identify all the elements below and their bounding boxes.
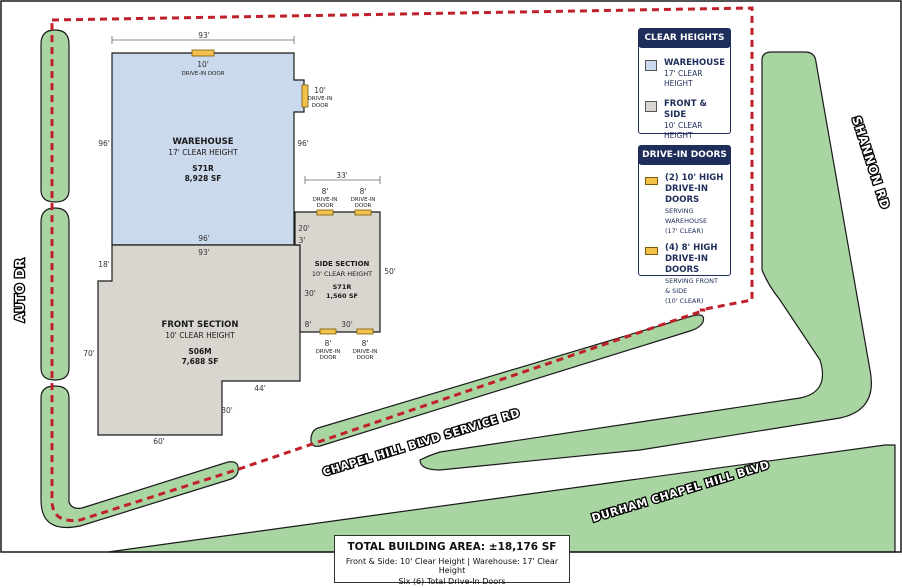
grass-shannon-corner (419, 51, 872, 471)
door-text-warehouse-top: DRIVE-IN DOOR (181, 71, 224, 77)
door-text-side-bottom-2b: DOOR (357, 355, 374, 361)
drive-in-door-side-bottom-2 (356, 328, 374, 335)
dim-side-20: 20' (298, 224, 310, 233)
drive-in-door-side-bottom-1 (319, 328, 337, 335)
drive-in-door-warehouse-top (191, 49, 215, 57)
side-height: 10' CLEAR HEIGHT (312, 270, 372, 278)
legend-10ft-title-2: DRIVE-IN DOORS (665, 184, 708, 205)
total-area-summary: TOTAL BUILDING AREA: ±18,176 SF Front & … (334, 535, 570, 586)
legend-8ft-title-1: (4) 8' HIGH (665, 243, 718, 253)
legend-clear-heights-header: CLEAR HEIGHTS (638, 28, 731, 48)
grass-service-island (310, 314, 705, 447)
legend-item-warehouse: WAREHOUSE 17' CLEAR HEIGHT (639, 48, 730, 89)
door-label-side-bottom-1: 8' (325, 339, 332, 348)
dim-front-44: 44' (254, 384, 266, 393)
legend-front-sub: 10' CLEAR HEIGHT (664, 121, 703, 140)
drive-in-door-warehouse-side (301, 84, 309, 108)
front-name: FRONT SECTION (162, 320, 239, 330)
side-area: 1,560 SF (326, 292, 358, 300)
grass-auto-dr-middle (40, 207, 70, 381)
property-boundary (50, 6, 754, 523)
legend-drive-in-doors: DRIVE-IN DOORS (2) 10' HIGH DRIVE-IN DOO… (638, 145, 731, 305)
legend-8ft-title-2: DRIVE-IN DOORS (665, 254, 708, 275)
door-text-side-top-2b: DOOR (355, 203, 372, 209)
legend-warehouse-title: WAREHOUSE (664, 58, 726, 68)
legend-front-title: FRONT & SIDE (664, 99, 707, 120)
front-height: 10' CLEAR HEIGHT (165, 331, 235, 340)
warehouse-height: 17' CLEAR HEIGHT (168, 148, 238, 157)
dim-side-top: 33' (336, 171, 348, 180)
legend-10ft-sub-2: (17' CLEAR) (665, 227, 704, 235)
door-text-warehouse-side-1: DRIVE-IN (308, 96, 333, 102)
legend-warehouse-sub: 17' CLEAR HEIGHT (664, 69, 703, 88)
door-text-side-bottom-1a: DRIVE-IN (316, 349, 341, 355)
door-text-side-bottom-2a: DRIVE-IN (353, 349, 378, 355)
dim-side-8: 8' (305, 320, 312, 329)
dim-front-70: 70' (83, 349, 95, 358)
warehouse-code: S71R (192, 164, 214, 173)
door-label-side-top-1: 8' (322, 187, 329, 196)
grass-auto-dr-north (40, 29, 70, 203)
side-code: S71R (333, 283, 352, 291)
side-section-footprint (294, 211, 381, 333)
warehouse-color-swatch (645, 60, 657, 71)
door-text-side-top-2a: DRIVE-IN (351, 197, 376, 203)
dim-side-right: 50' (384, 267, 396, 276)
dim-front-30: 30' (221, 406, 233, 415)
door-color-swatch-10ft (645, 177, 658, 185)
legend-8ft-sub-2: (10' CLEAR) (665, 297, 704, 305)
side-name: SIDE SECTION (315, 260, 370, 268)
door-label-warehouse-side: 10' (314, 86, 326, 95)
warehouse-area: 8,928 SF (185, 174, 222, 183)
door-label-side-top-2: 8' (360, 187, 367, 196)
door-text-warehouse-side-2: DOOR (312, 103, 329, 109)
dim-side-3: 3' (299, 236, 306, 245)
legend-clear-heights: CLEAR HEIGHTS WAREHOUSE 17' CLEAR HEIGHT… (638, 28, 731, 140)
legend-item-10ft-text: (2) 10' HIGH DRIVE-IN DOORS SERVING WARE… (665, 173, 724, 236)
summary-line-1: Front & Side: 10' Clear Height | Warehou… (345, 557, 559, 575)
door-label-side-bottom-2: 8' (362, 339, 369, 348)
door-text-side-top-1a: DRIVE-IN (313, 197, 338, 203)
legend-10ft-title-1: (2) 10' HIGH (665, 173, 724, 183)
door-color-swatch-8ft (645, 247, 658, 255)
dim-front-60: 60' (153, 437, 165, 446)
legend-item-warehouse-text: WAREHOUSE 17' CLEAR HEIGHT (664, 58, 725, 89)
legend-item-front-side: FRONT & SIDE 10' CLEAR HEIGHT (639, 89, 730, 141)
front-side-color-swatch (645, 101, 657, 112)
front-code: S06M (188, 347, 211, 356)
drive-in-door-side-top-2 (354, 209, 372, 216)
legend-item-8ft-doors: (4) 8' HIGH DRIVE-IN DOORS SERVING FRONT… (639, 236, 730, 306)
front-area: 7,688 SF (182, 357, 219, 366)
door-text-side-bottom-1b: DOOR (320, 355, 337, 361)
dim-warehouse-bottom: 96' (198, 234, 210, 243)
summary-line-2: Six (6) Total Drive-In Doors (398, 577, 506, 586)
dim-side-30: 30' (304, 289, 316, 298)
drive-in-door-side-top-1 (316, 209, 334, 216)
door-label-warehouse-top: 10' (197, 60, 209, 69)
dim-warehouse-left: 96' (98, 139, 110, 148)
legend-8ft-sub-1: SERVING FRONT & SIDE (665, 277, 718, 295)
summary-title: TOTAL BUILDING AREA: ±18,176 SF (347, 541, 557, 553)
legend-drive-in-doors-header: DRIVE-IN DOORS (638, 145, 731, 165)
legend-item-10ft-doors: (2) 10' HIGH DRIVE-IN DOORS SERVING WARE… (639, 165, 730, 236)
legend-item-8ft-text: (4) 8' HIGH DRIVE-IN DOORS SERVING FRONT… (665, 243, 724, 306)
dim-side-bottom-30: 30' (341, 320, 353, 329)
dim-warehouse-top: 93' (198, 31, 210, 40)
door-text-side-top-1b: DOOR (317, 203, 334, 209)
road-label-auto-dr: AUTO DR (13, 258, 27, 322)
legend-item-front-side-text: FRONT & SIDE 10' CLEAR HEIGHT (664, 99, 724, 141)
warehouse-name: WAREHOUSE (172, 137, 233, 147)
grass-auto-dr-south (40, 385, 239, 529)
dim-front-18: 18' (98, 260, 110, 269)
dim-front-top: 93' (198, 248, 210, 257)
legend-10ft-sub-1: SERVING WAREHOUSE (665, 207, 708, 225)
dim-warehouse-right: 96' (297, 139, 309, 148)
